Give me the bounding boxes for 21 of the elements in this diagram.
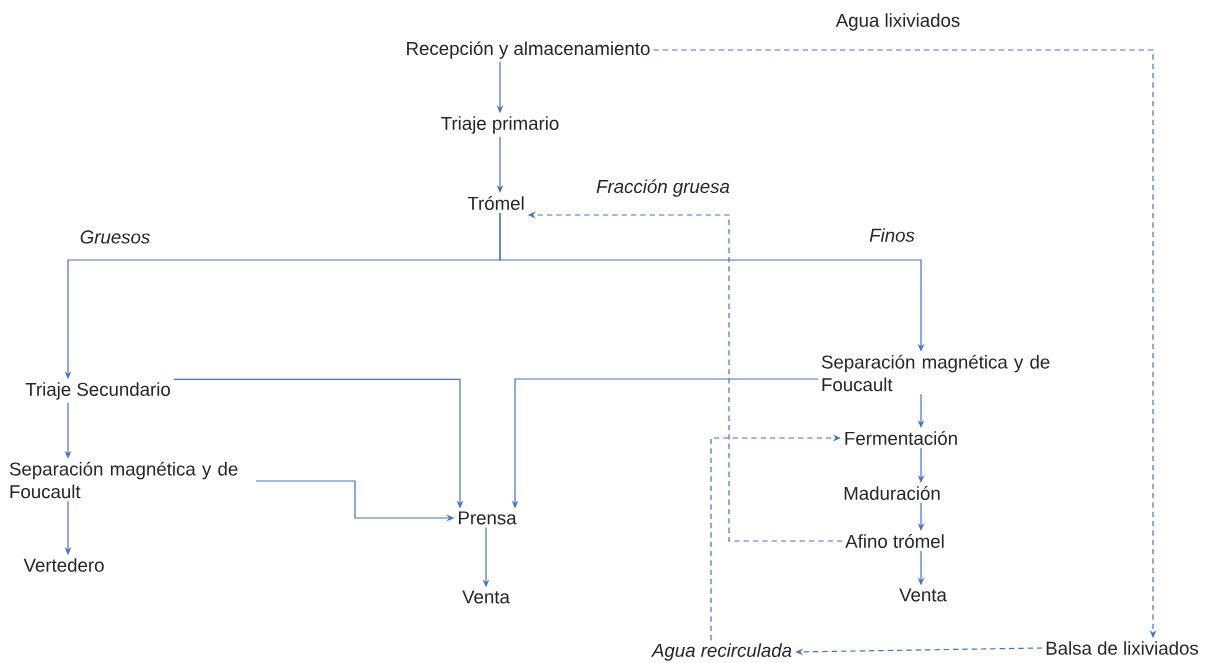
edge-label: Agua lixiviados [835, 13, 960, 31]
process-label: Triaje primario [441, 116, 559, 134]
arrow [710, 434, 841, 641]
process-label: Vertedero [23, 558, 104, 572]
process-label: Trómel [467, 196, 524, 210]
process-label: Venta [462, 590, 510, 604]
edge-label: Fracción gruesa [596, 179, 730, 197]
process-label: Fermentación [845, 431, 957, 445]
process-label: Balsa de lixiviados [1046, 641, 1199, 655]
edge-label: Gruesos [80, 230, 150, 244]
process-label: Separación magnética y de Foucault [821, 354, 1050, 392]
process-label: Maduración [844, 486, 940, 500]
process-label: Agua recirculada [651, 643, 792, 661]
process-label: Afino trómel [845, 534, 944, 548]
process-label: Venta [899, 588, 947, 602]
process-label: Prensa [458, 511, 517, 525]
arrow [795, 647, 1043, 656]
process-label: Separación magnética y de Foucault [9, 461, 238, 499]
process-label: Recepción y almacenamiento [407, 41, 650, 59]
edge-label: Finos [869, 228, 915, 242]
process-label: Triaje Secundario [25, 382, 170, 400]
